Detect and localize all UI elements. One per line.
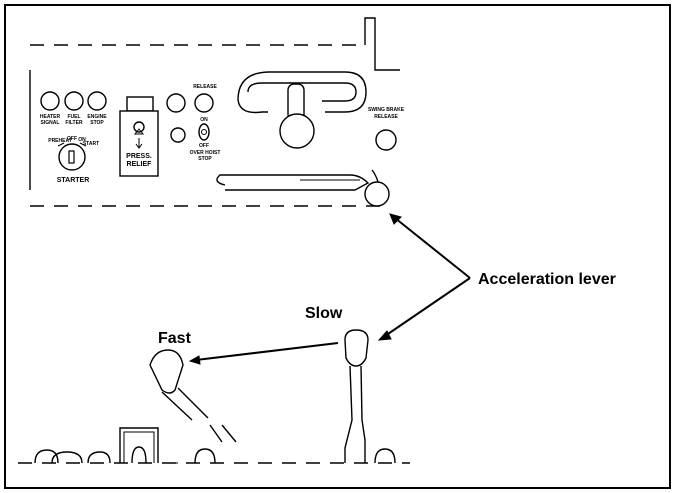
arrowhead-fast bbox=[188, 355, 201, 365]
arrowhead-panel-lever bbox=[389, 213, 402, 225]
bump-3 bbox=[87, 451, 111, 464]
key-pos-start: START bbox=[83, 141, 99, 147]
slow-lever-shaft-left bbox=[344, 365, 353, 463]
arrow-to-slow-lever bbox=[384, 277, 471, 337]
toggle-switch-pivot bbox=[201, 129, 207, 135]
engine-label-1: ENGINE bbox=[87, 114, 107, 120]
slow-lever-base-dome bbox=[374, 448, 396, 464]
slow-label: Slow bbox=[305, 305, 343, 322]
slow-lever bbox=[344, 329, 396, 464]
press-relief-arrow-icon bbox=[135, 138, 143, 149]
fuel-label-1: FUEL bbox=[67, 114, 80, 120]
slow-lever-knob bbox=[344, 329, 369, 367]
lower-console bbox=[18, 329, 410, 464]
outer-border bbox=[4, 4, 671, 489]
lever-base-dome bbox=[194, 448, 216, 464]
accel-slot-outline bbox=[216, 174, 370, 191]
engine-label-2: STOP bbox=[90, 120, 104, 126]
fast-lever bbox=[149, 349, 237, 443]
heater-label-2: SIGNAL bbox=[41, 120, 60, 126]
press-relief-knob bbox=[133, 121, 145, 133]
fast-lever-dash-1 bbox=[209, 424, 223, 443]
lever-knob bbox=[279, 113, 315, 149]
indicator-lamp-upper bbox=[166, 93, 186, 113]
key-tick-1 bbox=[57, 142, 65, 147]
press-relief-cap bbox=[126, 96, 154, 112]
press-relief-label-1: PRESS. bbox=[126, 153, 152, 160]
press-relief-unit: PRESS. RELIEF bbox=[119, 96, 159, 177]
swing-brake-label-2: RELEASE bbox=[374, 114, 398, 120]
off-label: OFF bbox=[199, 143, 209, 149]
press-relief-label-2: RELIEF bbox=[127, 161, 153, 168]
key-pos-off: OFF bbox=[67, 136, 77, 142]
accel-handle-stem bbox=[371, 169, 379, 183]
acceleration-lever-label: Acceleration lever bbox=[478, 271, 616, 288]
indicator-lamp-lower bbox=[170, 127, 186, 143]
starter-label: STARTER bbox=[57, 177, 90, 184]
housing-outer bbox=[119, 427, 159, 463]
fast-label: Fast bbox=[158, 330, 192, 347]
swing-brake-label-1: SWING BRAKE bbox=[368, 107, 405, 113]
swing-brake-release-button bbox=[375, 129, 397, 151]
heater-signal-lamp bbox=[40, 91, 60, 111]
release-button bbox=[194, 93, 214, 113]
accel-handle-knob bbox=[364, 181, 390, 207]
housing-inner bbox=[123, 431, 155, 463]
fast-lever-shaft bbox=[161, 387, 209, 421]
lever-slot-outline bbox=[237, 71, 367, 113]
key-pos-preheat: PREHEAT bbox=[48, 138, 72, 144]
bump-2 bbox=[51, 451, 83, 464]
control-panel: HEATER SIGNAL FUEL FILTER ENGINE STOP PR… bbox=[29, 17, 405, 207]
release-label: RELEASE bbox=[193, 84, 217, 90]
fuel-label-2: FILTER bbox=[65, 120, 83, 126]
over-hoist-label-2: STOP bbox=[198, 156, 212, 162]
toggle-switch-body bbox=[198, 123, 210, 141]
arrow-to-panel-lever bbox=[394, 217, 471, 279]
starter-switch: PREHEAT OFF ON START STARTER bbox=[48, 136, 99, 184]
fast-lever-knob bbox=[149, 349, 184, 394]
over-hoist-label-1: OVER HOIST bbox=[190, 150, 221, 156]
over-hoist-switch: ON OFF OVER HOIST STOP bbox=[190, 117, 221, 162]
panel-notch bbox=[364, 17, 400, 71]
fast-lever-dash-2 bbox=[221, 424, 237, 443]
press-relief-knob-base bbox=[133, 128, 145, 135]
housing-knob bbox=[131, 446, 147, 464]
fuel-filter-lamp bbox=[64, 91, 84, 111]
slow-lever-shaft-right bbox=[360, 365, 366, 463]
arrow-slow-to-fast bbox=[195, 342, 339, 361]
heater-label-1: HEATER bbox=[40, 114, 61, 120]
engine-stop-lamp bbox=[87, 91, 107, 111]
lever-slot-inner bbox=[247, 82, 357, 102]
lever-slot-outline-left bbox=[237, 99, 268, 114]
starter-key-slot bbox=[68, 150, 75, 164]
arrowhead-slow-lever bbox=[377, 330, 392, 341]
bump-1 bbox=[34, 449, 59, 464]
key-pos-on: ON bbox=[78, 137, 86, 143]
callout-arrows bbox=[188, 213, 471, 365]
on-label: ON bbox=[200, 117, 208, 123]
swing-lever-assembly bbox=[237, 71, 367, 149]
panel-acceleration-lever bbox=[216, 169, 390, 207]
key-tick-2 bbox=[79, 142, 87, 147]
